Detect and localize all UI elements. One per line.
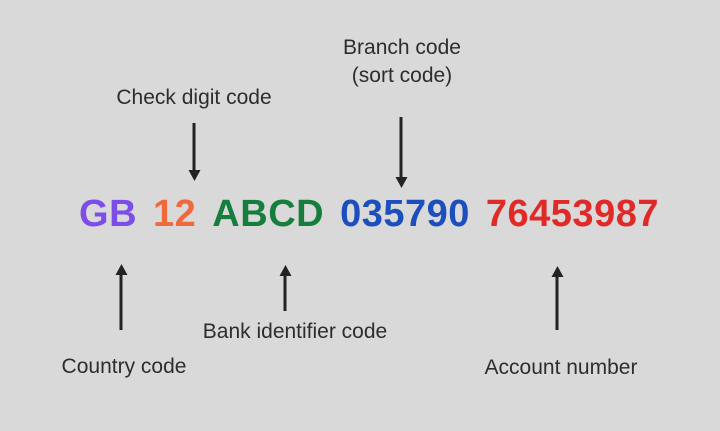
arrow-down-branch-code-icon: [399, 117, 403, 178]
label-check-digit-code: Check digit code: [116, 86, 272, 109]
arrow-down-check-digit-icon: [192, 123, 196, 171]
iban-segment-bank-identifier: ABCD: [212, 193, 325, 235]
label-account-number: Account number: [484, 356, 638, 379]
arrow-up-country-code-icon: [119, 274, 123, 330]
iban-segment-check-digit: 12: [153, 193, 197, 235]
label-branch-code: Branch code (sort code): [343, 34, 461, 90]
iban-segment-account-number: 76453987: [485, 193, 659, 235]
label-branch-code-line2: (sort code): [351, 64, 453, 87]
iban-segment-branch-code: 035790: [340, 193, 470, 235]
label-branch-code-line1: Branch code: [343, 36, 461, 59]
iban-example: GB 12 ABCD 035790 76453987: [79, 192, 659, 238]
arrow-up-account-number-icon: [555, 276, 559, 330]
iban-segment-country-code: GB: [79, 193, 138, 235]
label-country-code: Country code: [61, 355, 187, 378]
label-bank-identifier-code: Bank identifier code: [202, 320, 388, 343]
arrow-up-bank-identifier-icon: [283, 275, 287, 311]
